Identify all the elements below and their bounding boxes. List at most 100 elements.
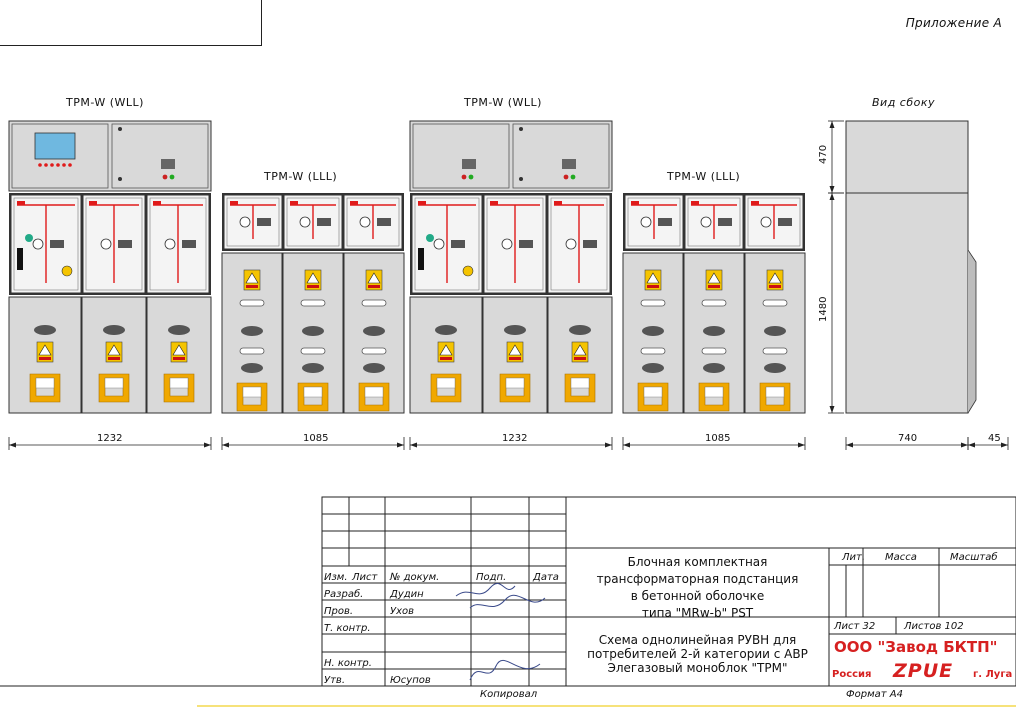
indicator-icon [565,238,577,250]
controller-led [68,163,72,167]
col-header-izm: Изм. [324,572,348,583]
org-country: Россия [832,669,872,680]
slot [762,347,788,355]
socket [17,248,23,270]
bus-line [89,204,139,283]
handle-window [643,386,663,398]
indicator-icon [239,216,251,228]
handle-window [104,377,124,389]
corner-stamp-box [0,0,262,46]
warning-triangle [768,272,782,284]
unit-width-1: 1232 [97,433,123,444]
unit-width-4: 1085 [705,433,731,444]
controller-led [44,163,48,167]
warning-label [509,357,521,360]
slot [300,347,326,355]
col-header-list: Лист [352,572,378,583]
unit-1 [8,120,212,414]
org-name: ООО "Завод БКТП" [834,638,998,656]
handle-window [570,377,590,389]
warning-label [173,357,185,360]
role-approved: Утв. [324,675,345,686]
warning-triangle [508,344,522,356]
org-logo: ZPUE [893,660,954,682]
handle-window [436,377,456,389]
slot [239,299,265,307]
indicator-icon [640,216,652,228]
operating-hole [168,325,190,335]
bus-line [490,204,540,283]
operating-hole [764,363,786,373]
controller-led [56,163,60,167]
col-header-sign: Подп. [476,572,507,583]
warning-label [307,285,319,288]
warning-triangle [646,272,660,284]
warning-label [574,357,586,360]
warning-label [246,285,258,288]
switch-block [161,159,175,169]
operating-hole [302,363,324,373]
unit-3 [409,120,613,414]
operating-hole [642,326,664,336]
col-header-date: Дата [533,572,559,583]
indicator-icon [32,238,44,250]
controller-led [50,163,54,167]
scale-label: Масштаб [950,552,998,563]
side-upper-cabinet [845,120,969,194]
warning-triangle [367,272,381,284]
handle-window [704,386,724,398]
socket [418,248,424,270]
indicator-icon [700,216,712,228]
operating-hole [241,326,263,336]
slot [361,347,387,355]
lit-label: Лит. [842,552,866,563]
handle-window [303,386,323,398]
slot [640,299,666,307]
mass-label: Масса [885,552,917,563]
slot [701,299,727,307]
relay-door [412,123,510,189]
name-checker: Ухов [390,606,415,617]
unit-caption-4: TPM-W (LLL) [667,170,741,183]
slot [762,299,788,307]
operating-hole [703,363,725,373]
slot [701,347,727,355]
document-title: Блочная комплектная трансформаторная под… [596,555,799,620]
copied-label: Копировал [480,689,538,700]
sheet-number: Лист 32 [834,621,876,632]
unit-2 [221,193,405,414]
indicator-icon [760,216,772,228]
sheet-total: Листов 102 [904,621,964,632]
indicator-icon [299,216,311,228]
warning-triangle [306,272,320,284]
bus-line [418,204,476,283]
warning-triangle [172,344,186,356]
handle-window [364,386,384,398]
unit-caption-2: TPM-W (LLL) [264,170,338,183]
role-tech-control: Т. контр. [324,623,371,634]
appendix-label: Приложение А [905,16,1002,30]
warning-triangle [38,344,52,356]
handle-window [169,377,189,389]
operating-hole [569,325,591,335]
operating-hole [642,363,664,373]
indicator-icon [100,238,112,250]
org-city: г. Луга [973,669,1013,680]
controller-screen [34,132,76,160]
side-body [845,192,969,414]
controller-led [62,163,66,167]
warning-triangle [107,344,121,356]
handle-window [35,377,55,389]
operating-hole [241,363,263,373]
role-norm-control: Н. контр. [324,658,372,669]
operating-hole [103,325,125,335]
col-header-doc: № докум. [390,572,440,583]
warning-label [647,285,659,288]
operating-hole [703,326,725,336]
unit-4 [622,193,806,414]
indicator-icon [164,238,176,250]
name-developer: Дудин [390,589,424,600]
switch-block [562,159,576,169]
warning-triangle [573,344,587,356]
side-depth: 740 [898,433,918,444]
